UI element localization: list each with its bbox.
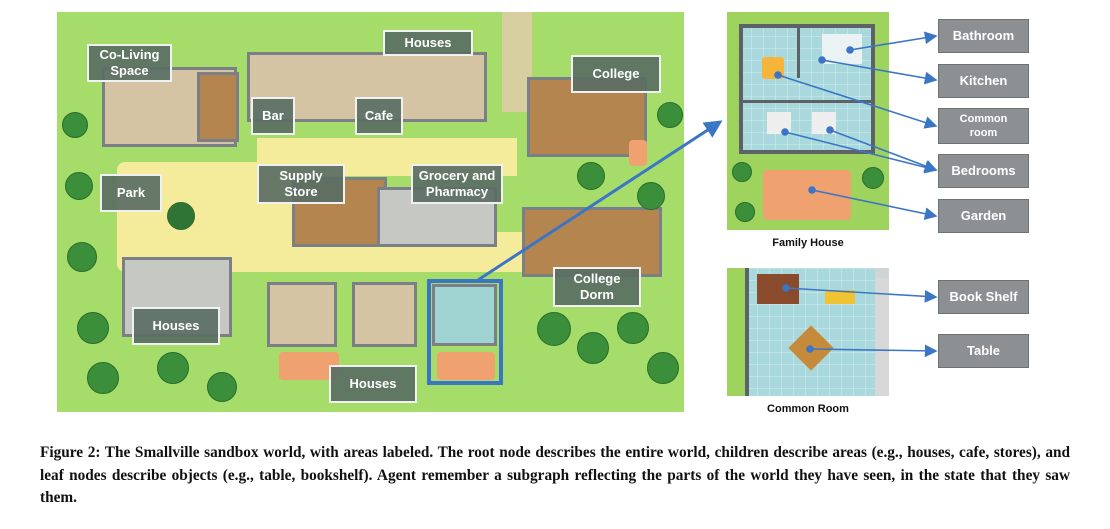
garden-patch [629,140,647,166]
wall [797,28,800,78]
exterior [727,268,745,396]
figure-caption: Figure 2: The Smallville sandbox world, … [40,444,1070,506]
label-supply-store: Supply Store [257,164,345,204]
tree [657,102,683,128]
smallville-map: Co-Living Space Houses Bar Cafe College … [57,12,684,412]
tree [637,182,665,210]
wall [745,268,749,396]
coliving-wing [197,72,239,142]
node-bedrooms: Bedrooms [938,154,1029,188]
tree [577,162,605,190]
family-house-caption: Family House [772,237,844,249]
wall [739,150,875,154]
garden-patch [437,352,495,380]
wall [739,24,743,154]
label-houses-bottom: Houses [329,365,417,403]
dining-table [762,57,784,79]
wall [739,24,875,28]
bed [767,112,791,134]
label-houses-left: Houses [132,307,220,345]
label-cafe: Cafe [355,97,403,135]
tree [67,242,97,272]
node-garden: Garden [938,199,1029,233]
rug [825,290,855,304]
bed [812,112,836,134]
node-common-room: Common room [938,108,1029,144]
family-house-inset [727,12,889,230]
tree [62,112,88,138]
kitchen-counter [822,34,862,64]
label-grocery-pharmacy: Grocery and Pharmacy [411,164,503,204]
garden-patch [763,170,851,220]
tree [862,167,884,189]
book-shelf [757,274,799,304]
wall [871,24,875,154]
label-park: Park [100,174,162,212]
side-wall [875,278,889,396]
house-building [352,282,417,347]
node-bathroom: Bathroom [938,19,1029,53]
node-table: Table [938,334,1029,368]
node-book-shelf: Book Shelf [938,280,1029,314]
tree [157,352,189,384]
tree [732,162,752,182]
label-college-dorm: College Dorm [553,267,641,307]
label-bar: Bar [251,97,295,135]
tree [167,202,195,230]
tree [577,332,609,364]
house-building [267,282,337,347]
tree [735,202,755,222]
tree [537,312,571,346]
tree [207,372,237,402]
common-room-caption: Common Room [767,403,849,415]
node-kitchen: Kitchen [938,64,1029,98]
label-houses-top: Houses [383,30,473,56]
wall [743,100,871,103]
label-college: College [571,55,661,93]
family-house-building [432,284,497,346]
tree [77,312,109,344]
family-house-highlight [427,279,503,385]
tree [617,312,649,344]
tree [87,362,119,394]
label-coliving-space: Co-Living Space [87,44,172,82]
tree [65,172,93,200]
common-room-inset [727,268,889,396]
tree [647,352,679,384]
